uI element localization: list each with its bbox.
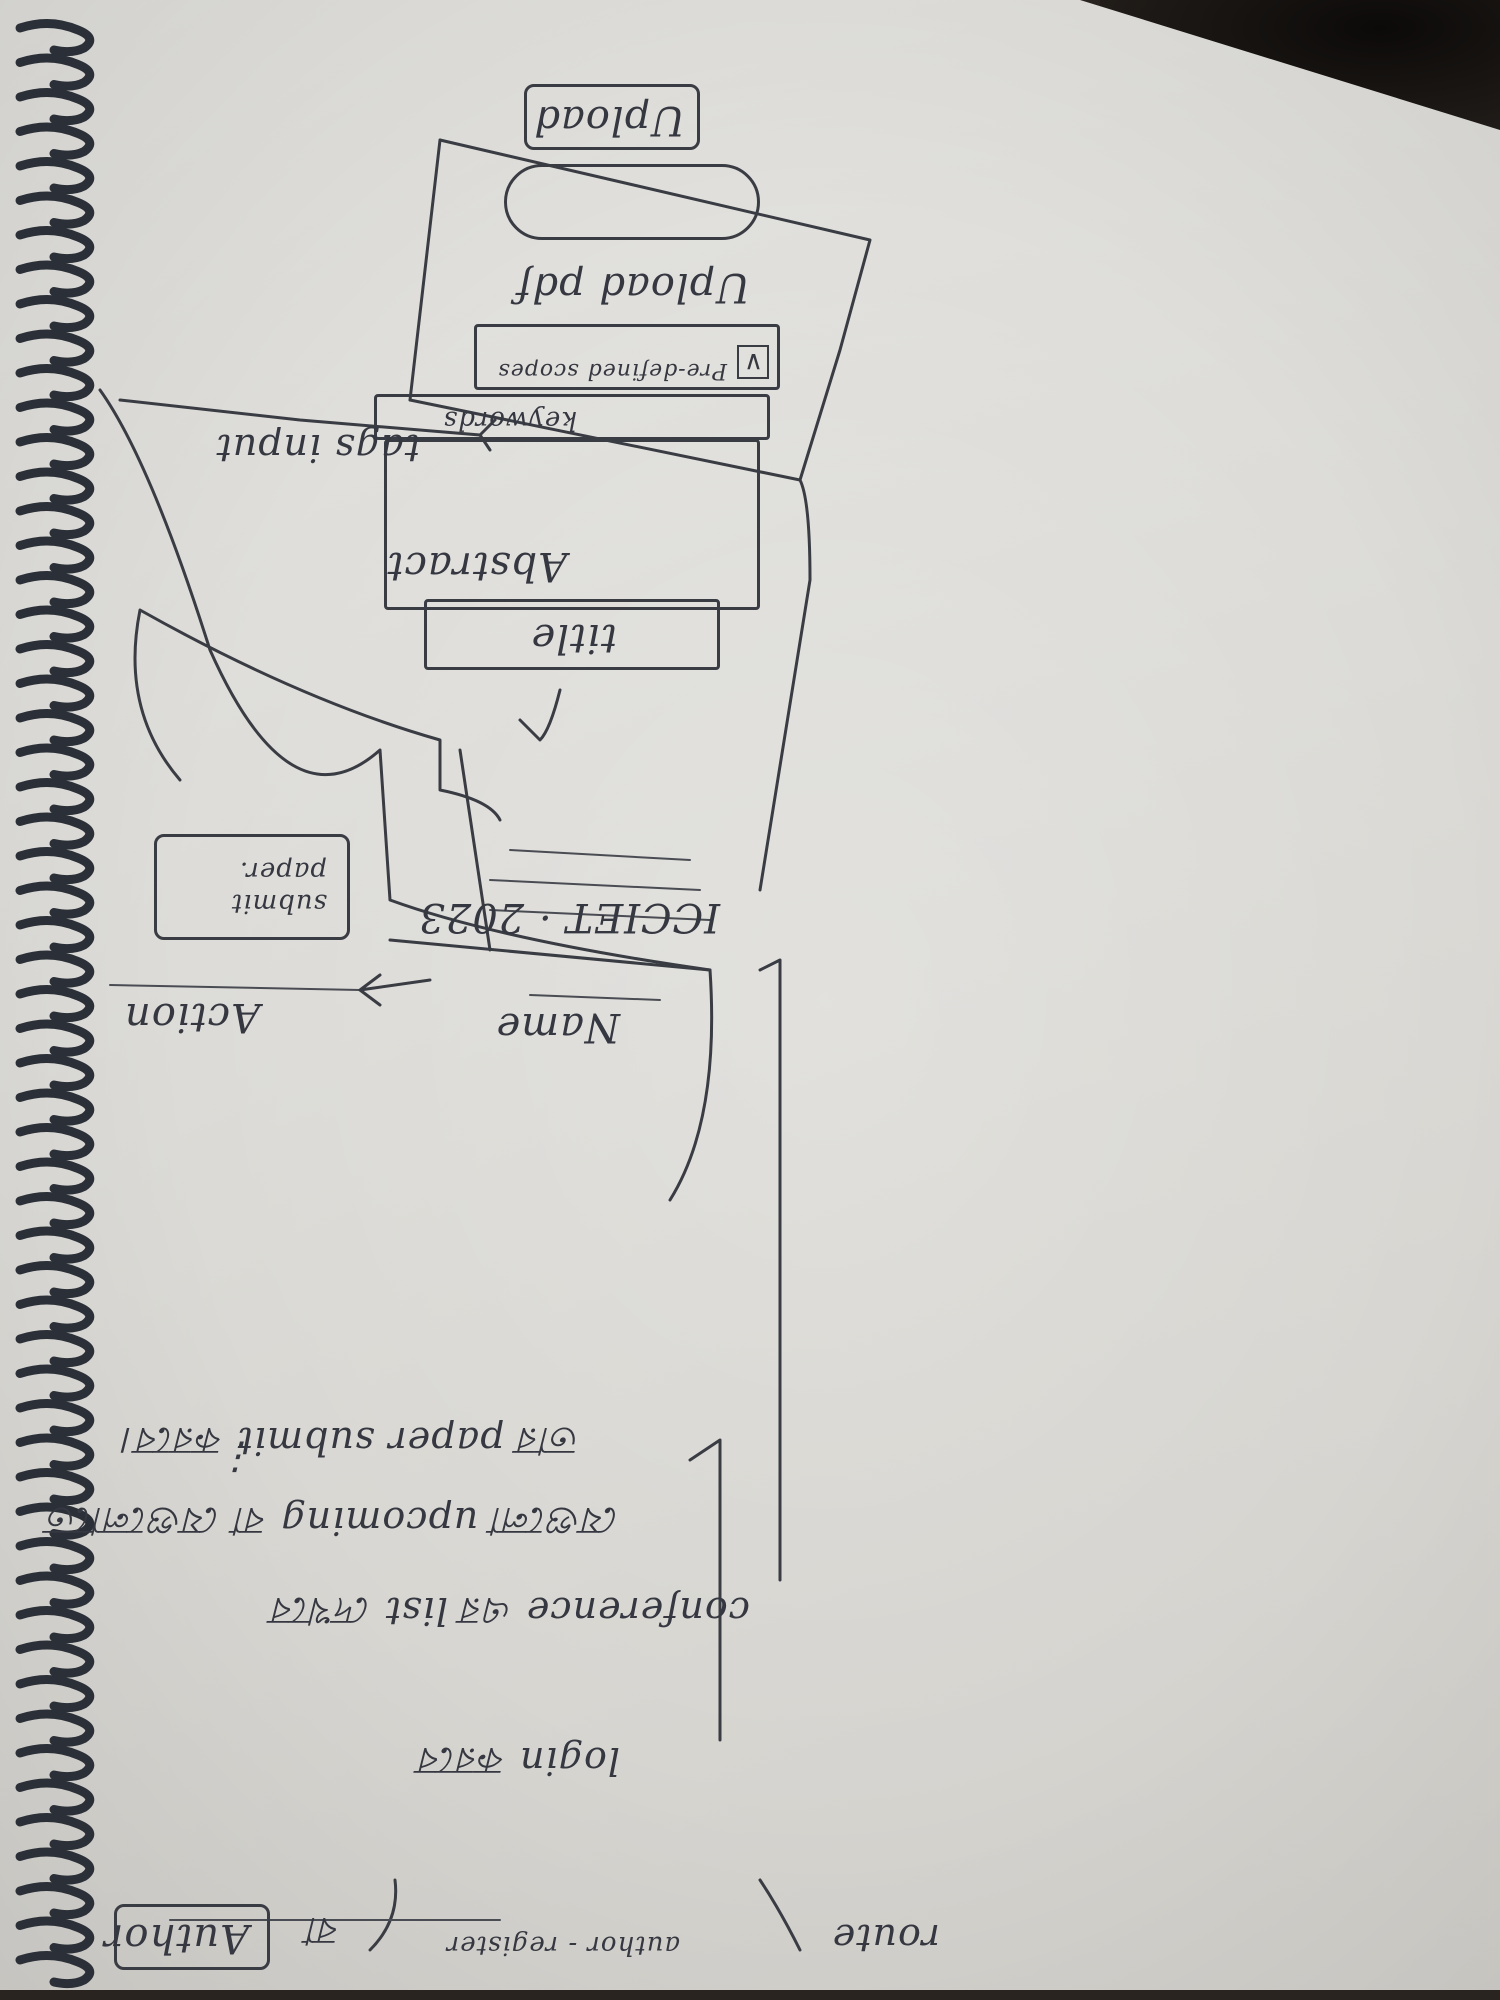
spiral-coil <box>15 1882 95 1920</box>
spiral-coil <box>15 433 95 471</box>
spiral-coil <box>15 1744 95 1782</box>
spiral-coil <box>15 295 95 333</box>
spiral-coil <box>15 1640 95 1678</box>
file-input[interactable] <box>504 164 760 240</box>
spiral-coil <box>15 1399 95 1437</box>
upload-pdf-label: Upload pdf <box>515 264 750 310</box>
spiral-coil <box>15 88 95 126</box>
spiral-coil <box>15 19 95 57</box>
author-button[interactable]: Author <box>103 1904 270 1970</box>
spiral-coil <box>15 1951 95 1989</box>
keywords-input[interactable]: keywords <box>374 394 770 440</box>
register-label: author - register <box>445 1930 680 1960</box>
spiral-coil <box>15 1088 95 1126</box>
conference-row-name[interactable]: ICCIET · 2023 <box>418 894 720 940</box>
spiral-coil <box>15 260 95 298</box>
spiral-coil <box>15 640 95 678</box>
spiral-coil <box>15 605 95 643</box>
spiral-coil <box>15 1330 95 1368</box>
spiral-coil <box>15 398 95 436</box>
spiral-coil <box>15 1571 95 1609</box>
spiral-coil <box>15 329 95 367</box>
spiral-coil <box>15 53 95 91</box>
spiral-coil <box>15 778 95 816</box>
spiral-coil <box>15 502 95 540</box>
spiral-coil <box>15 1502 95 1540</box>
submit-note: তার paper submit করবে। <box>122 1419 580 1463</box>
spiral-coil <box>15 467 95 505</box>
spiral-coil <box>15 674 95 712</box>
spiral-coil <box>15 916 95 954</box>
scope-dropdown[interactable]: Pre-defined scopes ∨ <box>474 324 780 390</box>
spiral-coil <box>15 1916 95 1954</box>
route-word: route <box>831 1916 940 1960</box>
spiral-coil <box>15 1157 95 1195</box>
login-note: login করবে <box>419 1739 620 1783</box>
ellipsis-note: ⋮ <box>221 1436 260 1480</box>
spiral-coil <box>15 1813 95 1851</box>
spiral-coil <box>15 812 95 850</box>
spiral-coil <box>15 1847 95 1885</box>
spiral-coil <box>15 709 95 747</box>
spiral-coil <box>15 1433 95 1471</box>
spiral-coil <box>15 1261 95 1299</box>
upcoming-note: যেগুলো upcoming বা যেগুলোতে <box>47 1499 620 1543</box>
spiral-coil <box>15 191 95 229</box>
chevron-down-icon[interactable]: ∨ <box>736 345 769 379</box>
spiral-binding <box>15 19 95 1989</box>
spiral-coil <box>15 1606 95 1644</box>
spiral-coil <box>15 1123 95 1161</box>
spiral-coil <box>15 536 95 574</box>
or-word: বা <box>306 1909 340 1953</box>
spiral-coil <box>15 847 95 885</box>
spiral-coil <box>15 364 95 402</box>
spiral-coil <box>15 743 95 781</box>
conference-note: conference এর list দেখবে <box>272 1589 750 1633</box>
spiral-coil <box>15 950 95 988</box>
abstract-textarea[interactable]: Abstract <box>384 439 760 610</box>
tags-input-note: tags input <box>215 426 420 470</box>
spiral-coil <box>15 1295 95 1333</box>
spiral-coil <box>15 1778 95 1816</box>
spiral-coil <box>15 226 95 264</box>
spiral-coil <box>15 157 95 195</box>
spiral-coil <box>15 985 95 1023</box>
spiral-coil <box>15 1192 95 1230</box>
upload-button[interactable]: Upload <box>524 84 700 150</box>
spiral-coil <box>15 571 95 609</box>
spiral-coil <box>15 122 95 160</box>
spiral-coil <box>15 1226 95 1264</box>
table-header-action: Action <box>124 994 260 1040</box>
table-header-name: Name <box>495 1004 620 1050</box>
spiral-coil <box>15 1364 95 1402</box>
spiral-coil <box>15 1019 95 1057</box>
spiral-coil <box>15 1709 95 1747</box>
spiral-coil <box>15 1468 95 1506</box>
submit-paper-button[interactable]: submit paper. <box>154 834 350 940</box>
spiral-coil <box>15 1537 95 1575</box>
spiral-coil <box>15 1054 95 1092</box>
spiral-coil <box>15 881 95 919</box>
spiral-coil <box>15 1675 95 1713</box>
